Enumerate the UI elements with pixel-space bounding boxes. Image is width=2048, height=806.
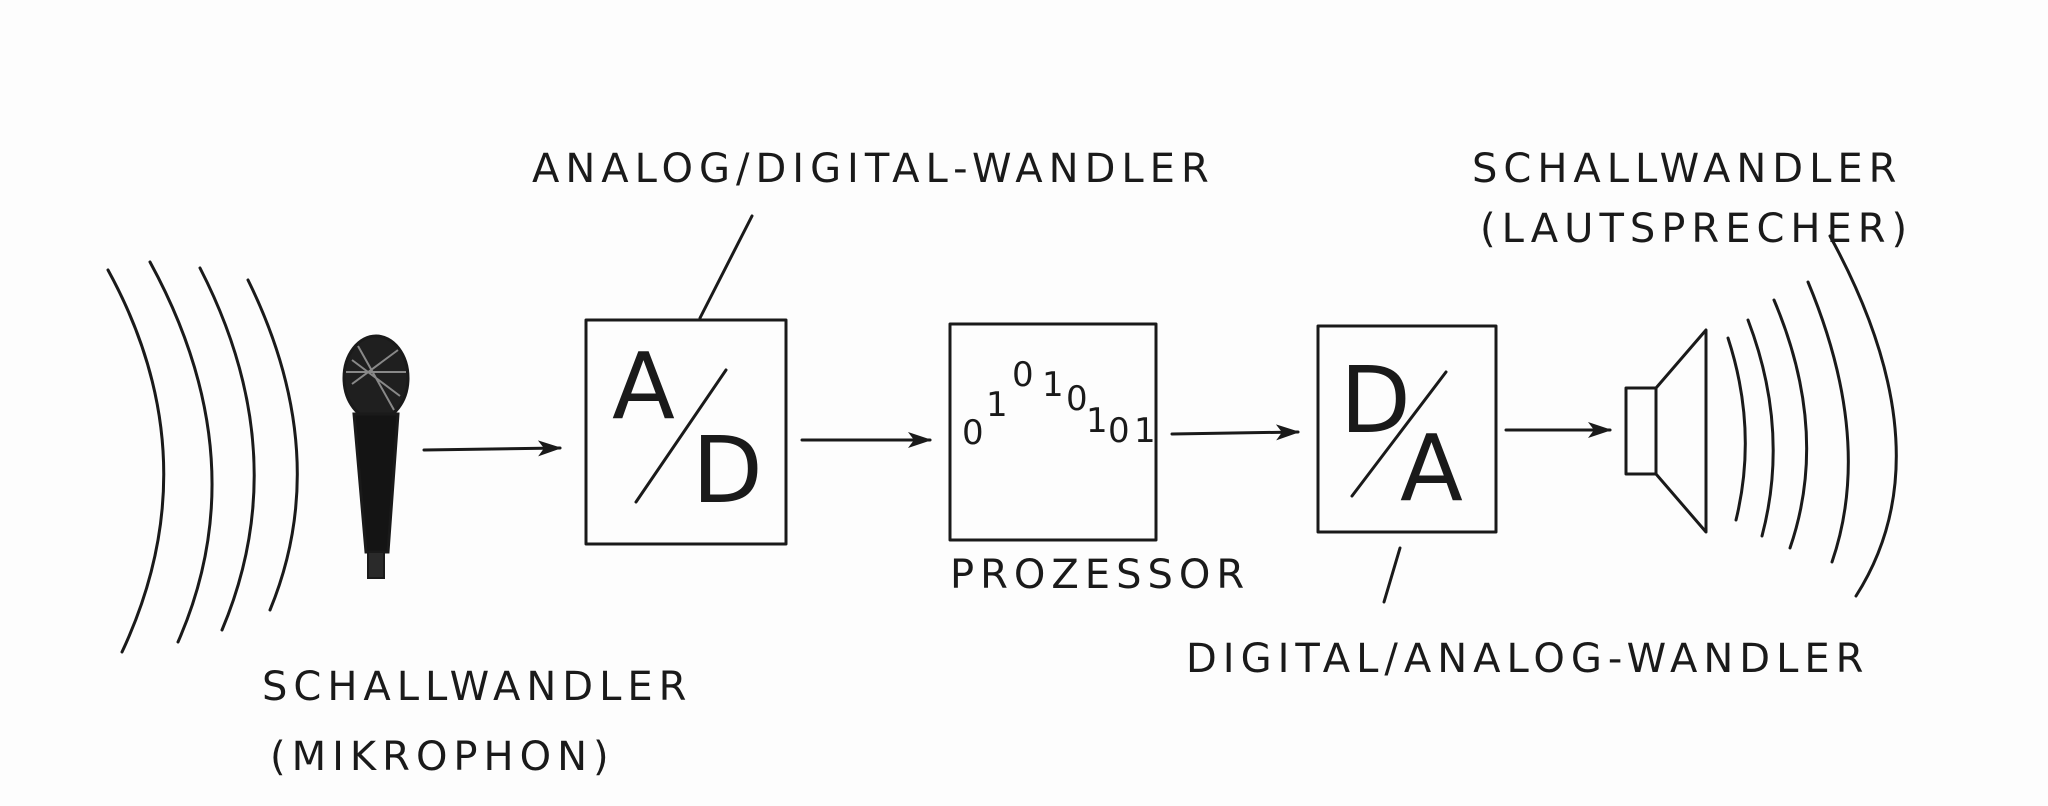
processor-bit: 0 — [1066, 379, 1088, 419]
incoming-sound-waves — [106, 260, 299, 654]
da-converter-box: D A — [1316, 324, 1498, 534]
da-converter-leader — [1382, 546, 1402, 604]
ad-converter-leader — [698, 214, 754, 320]
processor-bit: 1 — [1134, 411, 1156, 451]
ad-converter-box: A D — [584, 318, 788, 546]
outgoing-sound-waves — [1726, 234, 1898, 598]
ad-converter-label: ANALOG/DIGITAL-WANDLER — [532, 146, 1215, 192]
microphone-icon — [342, 334, 410, 579]
da-box-bottom-letter: A — [1400, 415, 1463, 522]
microphone-label-line2: (MIKROPHON) — [270, 734, 615, 780]
da-box-slash — [1350, 370, 1448, 498]
processor-box: 0 1 0 1 0 1 0 1 — [948, 322, 1158, 542]
processor-binary-digits: 0 1 0 1 0 1 0 1 — [962, 355, 1156, 453]
processor-bit: 1 — [1086, 401, 1108, 441]
arrow-processor-to-da — [1170, 424, 1300, 441]
ad-box-slash — [634, 368, 728, 504]
ad-box-top-letter: A — [612, 333, 675, 440]
speaker-label-line2: (LAUTSPRECHER) — [1480, 206, 1913, 252]
processor-bit: 0 — [1012, 355, 1034, 395]
processor-bit: 1 — [1042, 365, 1064, 405]
speaker-label-line1: SCHALLWANDLER — [1472, 146, 1902, 192]
da-converter-label: DIGITAL/ANALOG-WANDLER — [1186, 636, 1869, 682]
processor-bit: 1 — [986, 385, 1008, 425]
processor-bit: 0 — [962, 413, 984, 453]
arrow-mic-to-ad — [422, 440, 562, 457]
ad-box-bottom-letter: D — [692, 417, 763, 524]
processor-label: PROZESSOR — [950, 552, 1250, 598]
speaker-icon — [1624, 328, 1708, 534]
processor-bit: 0 — [1108, 411, 1130, 451]
microphone-label-line1: SCHALLWANDLER — [262, 664, 692, 710]
